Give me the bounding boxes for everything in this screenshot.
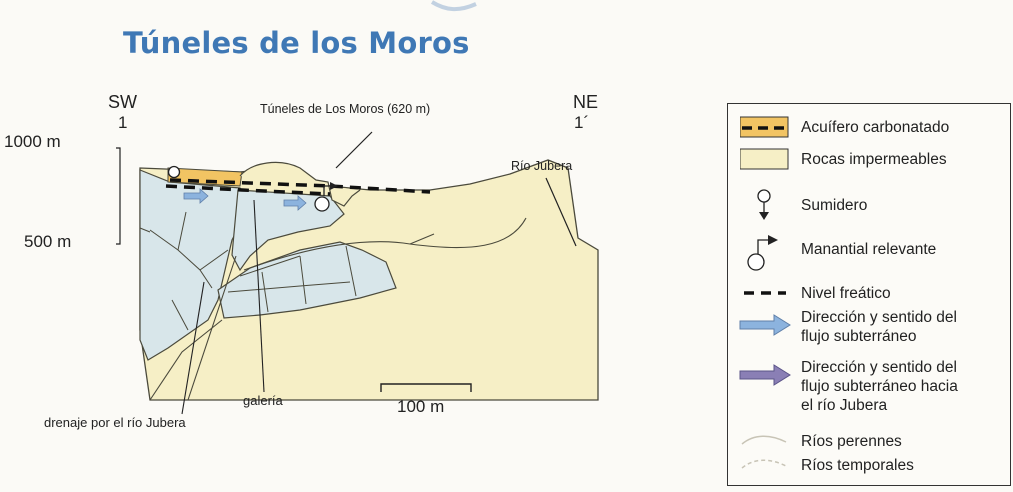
elevation-scale	[116, 147, 121, 245]
legend-item-temporary-river: Ríos temporales	[728, 454, 1010, 478]
legend-box: Acuífero carbonatado Rocas impermeables …	[727, 103, 1011, 486]
legend-item-perennial-river: Ríos perennes	[728, 430, 1010, 454]
legend-label: Acuífero carbonatado	[801, 119, 950, 136]
tunnel-label: Túneles de Los Moros (620 m)	[260, 102, 431, 116]
legend-label-line: flujo subterráneo	[801, 328, 917, 345]
blue-zone-center	[231, 189, 345, 272]
legend-label-line: el río Jubera	[801, 397, 888, 414]
legend-label: Nivel freático	[801, 285, 891, 302]
sinkhole-symbol	[167, 165, 181, 179]
legend-item-water-table: Nivel freático	[728, 282, 1010, 306]
sw-label: SW	[108, 92, 137, 112]
ne-marker: 1´	[574, 113, 590, 132]
water-table-line	[165, 178, 431, 196]
fracture-lines	[139, 211, 357, 331]
legend-label: Ríos perennes	[801, 433, 902, 450]
legend-label: Dirección y sentido del flujo subterráne…	[801, 308, 957, 346]
spring-icon	[747, 235, 778, 271]
carbonate-aquifer-swatch	[740, 116, 789, 138]
legend-item-flow: Dirección y sentido del flujo subterráne…	[728, 308, 1010, 350]
gallery-leader-line	[253, 199, 265, 393]
legend-label-line: Dirección y sentido del	[801, 309, 957, 326]
river-label: Río Jubera	[511, 159, 573, 173]
flow-arrow-2	[283, 195, 307, 211]
blue-zone-lower	[217, 241, 397, 319]
legend-item-spring: Manantial relevante	[728, 230, 1010, 271]
legend-label: Rocas impermeables	[801, 151, 947, 168]
sinkhole-icon	[757, 189, 771, 220]
elevation-500-label: 500 m	[24, 232, 72, 251]
flow-arrow-1	[183, 188, 209, 204]
scale-bar	[380, 383, 472, 392]
hill-outline	[239, 161, 361, 207]
legend-label: Ríos temporales	[801, 457, 914, 474]
scale-label: 100 m	[397, 397, 445, 416]
tunnel-leader-line	[335, 131, 373, 169]
top-smudge	[430, 0, 477, 11]
page-title: Túneles de los Moros	[123, 26, 470, 60]
perennial-river-line-icon	[741, 435, 787, 445]
legend-label: Dirección y sentido del flujo subterráne…	[801, 358, 958, 415]
legend-item-impermeable: Rocas impermeables	[728, 148, 1010, 172]
elevation-1000-label: 1000 m	[4, 132, 61, 151]
legend-item-aquifer: Acuífero carbonatado	[728, 116, 1010, 140]
dashed-line-icon	[744, 291, 786, 295]
temporary-river-line-icon	[741, 459, 787, 469]
ne-label: NE	[573, 92, 599, 112]
river-leader-line	[545, 177, 577, 247]
drainage-label: drenaje por el río Jubera	[44, 415, 186, 430]
light-blue-arrow-icon	[739, 314, 791, 336]
spring-symbol	[314, 196, 330, 212]
carbonate-aquifer-layer	[167, 167, 243, 187]
legend-label: Sumidero	[801, 197, 868, 214]
impermeable-rocks-swatch	[740, 148, 789, 170]
legend-label-line: Dirección y sentido del	[801, 359, 957, 376]
legend-item-flow-river: Dirección y sentido del flujo subterráne…	[728, 358, 1010, 420]
purple-arrow-icon	[739, 364, 791, 386]
surface-contacts	[149, 217, 527, 401]
sw-marker: 1	[118, 113, 128, 132]
drainage-leader-line	[181, 281, 205, 415]
legend-item-sinkhole: Sumidero	[728, 188, 1010, 228]
legend-label-line: flujo subterráneo hacia	[801, 378, 958, 395]
gallery-label: galería	[243, 393, 283, 408]
legend-label: Manantial relevante	[801, 241, 937, 258]
